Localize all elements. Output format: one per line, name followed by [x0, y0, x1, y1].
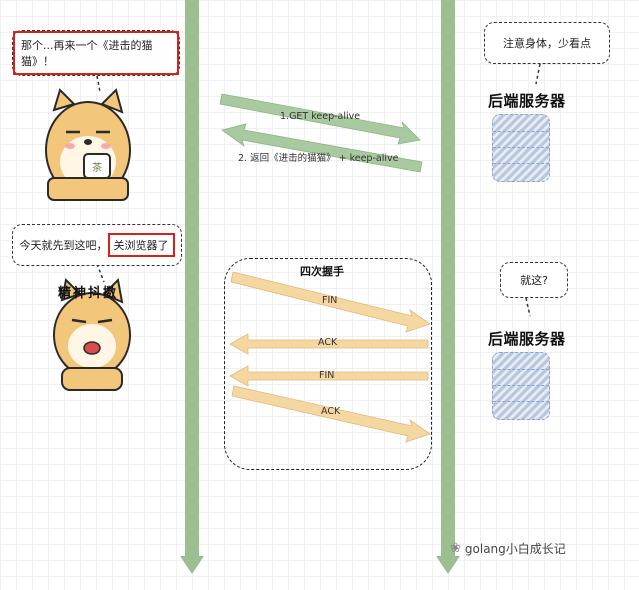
handshake-title: 四次握手 — [300, 265, 344, 278]
watermark: ❀ golang小白成长记 — [450, 540, 566, 557]
sticker-caption: 精神抖擞 — [58, 286, 119, 301]
client-timeline-arrow — [180, 0, 204, 574]
handshake-arrow-ack-1 — [229, 333, 429, 355]
get-request-label: 1.GET keep-alive — [280, 111, 361, 122]
doge-tea-sticker — [45, 88, 131, 201]
handshake-step-ack-1: ACK — [318, 337, 338, 348]
handshake-step-ack-2: ACK — [321, 406, 341, 417]
request-get-arrow — [219, 93, 421, 145]
server-speech-bubble-1: 注意身体，少看点 — [484, 22, 610, 64]
handshake-step-fin-2: FIN — [319, 370, 335, 381]
cup-text: 茶 — [92, 161, 102, 174]
wechat-icon: ❀ — [450, 541, 461, 556]
handshake-step-fin-1: FIN — [322, 295, 338, 306]
client-speech-bubble-2: 今天就先到这吧，关浏览器了 — [12, 224, 182, 266]
handshake-arrow-fin-2 — [229, 365, 429, 387]
server-label-bottom: 后端服务器 — [488, 330, 566, 348]
server-stack-bottom — [492, 352, 550, 420]
bubble2-highlight: 关浏览器了 — [107, 233, 175, 257]
bubble2-text: 今天就先到这吧， — [19, 239, 108, 252]
server-bubble1-text: 注意身体，少看点 — [503, 37, 591, 50]
server-stack-top — [492, 114, 550, 182]
handshake-arrow-ack-2 — [231, 385, 431, 443]
server-speech-bubble-2: 就这? — [500, 262, 568, 298]
client-speech-bubble-1: 那个...再来一个《进击的猫猫》！ — [12, 30, 180, 76]
server-label-top: 后端服务器 — [488, 92, 566, 110]
server-timeline-arrow — [436, 0, 460, 574]
watermark-text: golang小白成长记 — [464, 542, 566, 556]
handshake-arrow-fin-1 — [230, 271, 431, 333]
response-arrow — [221, 123, 423, 173]
response-label: 2. 返回《进击的猫猫》 + keep-alive — [238, 153, 399, 164]
bubble1-highlight: 那个...再来一个《进击的猫猫》！ — [13, 31, 179, 75]
server-bubble2-text: 就这? — [520, 274, 548, 287]
doge-energetic-sticker — [53, 277, 131, 391]
four-way-handshake-box — [224, 258, 432, 470]
